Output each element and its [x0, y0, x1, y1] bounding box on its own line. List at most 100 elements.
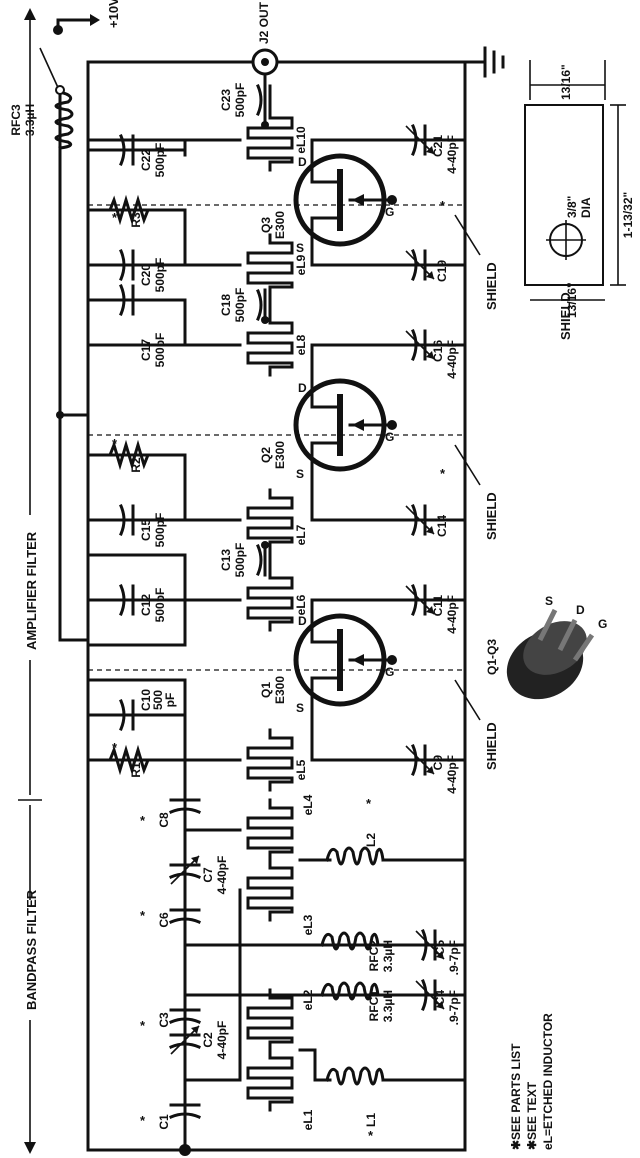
c3-star: * [140, 1018, 146, 1033]
q2-name: Q2 [259, 447, 273, 463]
shield-drawing-title: SHIELD [558, 292, 573, 340]
c22-value: 500pF [153, 143, 167, 178]
c16-value: 4-40pF [445, 340, 459, 379]
el1-label: eL1 [301, 1109, 315, 1130]
c2-value: 4-40pF [215, 1021, 229, 1060]
c13-name: C13 [219, 549, 233, 571]
c3-name: C3 [157, 1012, 171, 1028]
shield-dim-c: 13/16" [565, 282, 579, 318]
c1-star: * [140, 1113, 146, 1128]
q1-name: Q1 [259, 682, 273, 698]
c11-value: 4-40pF [445, 595, 459, 634]
rfc3 [54, 90, 74, 150]
j2-output-jack[interactable] [251, 48, 279, 76]
el3-label: eL3 [301, 914, 315, 935]
c23-name: C23 [219, 89, 233, 111]
q3-source-pin: S [296, 241, 304, 255]
el6-label: eL6 [294, 594, 308, 615]
c10-name: C10 [139, 689, 153, 711]
q3-name: Q3 [259, 217, 273, 233]
el9-label: eL9 [294, 254, 308, 275]
transistor-q1 [293, 613, 397, 707]
shield-hole-dia: DIA [579, 197, 593, 218]
etched-inductor-el1 [246, 1048, 294, 1112]
c8-star: * [140, 813, 146, 828]
el5-label: eL5 [294, 759, 308, 780]
c17-name: C17 [139, 339, 153, 361]
bandpass-filter-bracket [18, 799, 42, 1154]
amplifier-filter-bracket [24, 8, 36, 795]
shield-dim-b: 1-13/32" [621, 192, 635, 238]
etched-inductor-el8 [246, 313, 294, 377]
c15-value: 500pF [153, 513, 167, 548]
c6-name: C6 [157, 912, 171, 928]
c13-value: 500pF [233, 543, 247, 578]
c4-value: .9-7pF [447, 990, 461, 1025]
shield-label-q1: SHIELD [484, 722, 499, 770]
c5-value: .9-7pF [447, 940, 461, 975]
r3-label: R3 [129, 212, 143, 228]
c15-name: C15 [139, 519, 153, 541]
r1-star: * [112, 740, 118, 755]
c8-name: C8 [157, 812, 171, 828]
shield-label-q3: SHIELD [484, 262, 499, 310]
l1-star: * [368, 1128, 374, 1143]
note-see-parts-list: ✱SEE PARTS LIST [509, 1043, 523, 1150]
supply-terminal: +10V [53, 0, 121, 35]
inductor-l1 [325, 1066, 385, 1086]
package-pin-s: S [545, 594, 553, 608]
c18-value: 500pF [233, 288, 247, 323]
etched-inductor-el10 [246, 108, 294, 172]
el7-label: eL7 [294, 524, 308, 545]
el2-label: eL2 [301, 989, 315, 1010]
supply-label: +10V [106, 0, 121, 28]
q2-source-pin: S [296, 467, 304, 481]
r3-star: * [112, 210, 118, 225]
c12-name: C12 [139, 594, 153, 616]
l2-label: L2 [364, 833, 378, 847]
inductor-l2 [325, 846, 385, 866]
c20-value: 500pF [153, 258, 167, 293]
etched-inductor-el2 [246, 988, 294, 1052]
transistor-q2 [293, 378, 397, 472]
q1-type: E300 [273, 676, 287, 704]
c10-unit: pF [163, 693, 177, 708]
c9-name: C9 [431, 755, 445, 771]
c7-name: C7 [201, 867, 215, 883]
c16-name: C16 [431, 340, 445, 362]
q2-drain-pin: D [298, 381, 307, 395]
c21-name: C21 [431, 135, 445, 157]
c17-value: 500pF [153, 333, 167, 368]
package-label: Q1-Q3 [485, 639, 499, 675]
rfc1-name: RFC1 [367, 990, 381, 1022]
note-etched-inductor: eL=ETCHED INDUCTOR [541, 1013, 555, 1150]
etched-inductor-el6 [246, 568, 294, 632]
etched-inductor-el5 [246, 728, 294, 792]
c21-value: 4-40pF [445, 135, 459, 174]
q3-drain-pin: D [298, 155, 307, 169]
l2-star: * [366, 796, 372, 811]
c14-name: C14 [435, 515, 449, 537]
package-pin-g: G [598, 617, 607, 631]
c18-name: C18 [219, 294, 233, 316]
r2-star: * [112, 436, 118, 451]
c5-name: C5 [433, 940, 447, 956]
r1-label: R1 [129, 762, 143, 778]
etched-inductor-el3 [246, 858, 294, 922]
shield-dim-a: 13/16" [559, 64, 573, 100]
q2-gate-pin: G [385, 430, 394, 444]
c10-value: 500 [151, 690, 165, 710]
c4-name: C4 [433, 990, 447, 1006]
transistor-package-illustration [506, 608, 595, 700]
c7-value: 4-40pF [215, 856, 229, 895]
q3-gate-pin: G [385, 205, 394, 219]
c14-star: * [440, 466, 446, 481]
q2-type: E300 [273, 441, 287, 469]
note-see-text: ✱SEE TEXT [525, 1081, 539, 1150]
j2-label: J2 OUT [257, 1, 271, 44]
rfc2-name: RFC2 [367, 940, 381, 972]
el10-label: eL10 [294, 126, 308, 154]
el8-label: eL8 [294, 334, 308, 355]
c12-value: 500pF [153, 588, 167, 623]
shield-label-q2: SHIELD [484, 492, 499, 540]
